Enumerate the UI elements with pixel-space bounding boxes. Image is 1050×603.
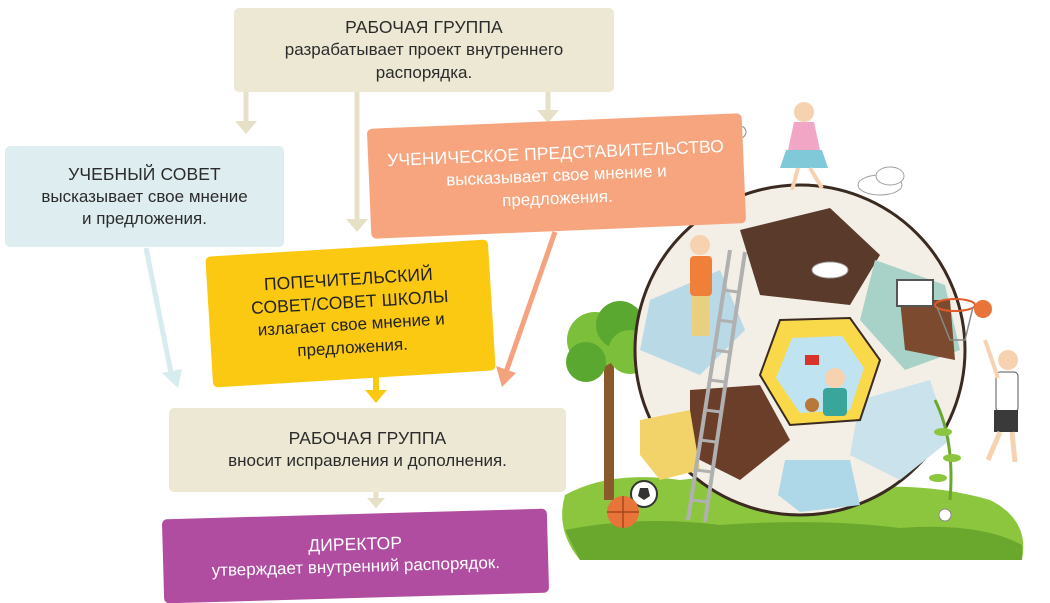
basketball-hoop-icon (896, 279, 992, 341)
basketball-icon (607, 496, 639, 528)
arrow-left-to-mid (143, 247, 182, 388)
director-text: утверждает внутренний распорядок. (211, 553, 501, 581)
board-of-trustees-box: ПОПЕЧИТЕЛЬСКИЙ СОВЕТ/СОВЕТ ШКОЛЫ излагае… (205, 239, 496, 388)
working-group-revision-title: РАБОЧАЯ ГРУППА (288, 428, 447, 449)
working-group-revision-text: вносит исправления и дополнения. (228, 451, 507, 471)
small-ball-icon (938, 508, 952, 522)
director-box: ДИРЕКТОР утверждает внутренний распорядо… (161, 508, 550, 603)
working-group-title: РАБОЧАЯ ГРУППА (345, 17, 503, 38)
arrow-top-to-left (235, 92, 257, 134)
cloud-icon (811, 166, 905, 279)
working-group-text-line2: распорядка. (375, 62, 473, 82)
working-group-box: РАБОЧАЯ ГРУППА разрабатывает проект внут… (234, 8, 614, 92)
working-group-revision-box: РАБОЧАЯ ГРУППА вносит исправления и допо… (169, 408, 566, 492)
soccer-ball-icon (630, 480, 658, 508)
arrow-yellow-to-mid (365, 376, 387, 403)
plant-icon (929, 399, 961, 501)
student-representation-box: УЧЕНИЧЕСКОЕ ПРЕДСТАВИТЕЛЬСТВО высказывае… (366, 113, 747, 239)
academic-council-text-line1: высказывает свое мнение (41, 186, 248, 206)
working-group-text-line1: разрабатывает проект внутреннего (284, 40, 564, 60)
director-title: ДИРЕКТОР (307, 532, 403, 556)
student-representation-text-line2: предложения. (501, 186, 614, 210)
arrow-right-to-mid (496, 231, 558, 387)
ladder-icon (686, 249, 747, 523)
child-on-ladder-icon (690, 235, 712, 336)
arrow-top-to-right (537, 92, 559, 123)
child-in-window-icon (805, 355, 847, 416)
basketball-player-icon (983, 339, 1019, 463)
arrow-top-to-yellow (346, 92, 368, 232)
academic-council-title: УЧЕБНЫЙ СОВЕТ (68, 163, 221, 184)
academic-council-box: УЧЕБНЫЙ СОВЕТ высказывает свое мнение и … (5, 146, 284, 247)
giant-ball-icon (633, 183, 967, 517)
academic-council-text-line2: и предложения. (82, 209, 207, 229)
arrow-mid-to-director (367, 492, 385, 508)
girl-on-top-icon (733, 102, 828, 191)
